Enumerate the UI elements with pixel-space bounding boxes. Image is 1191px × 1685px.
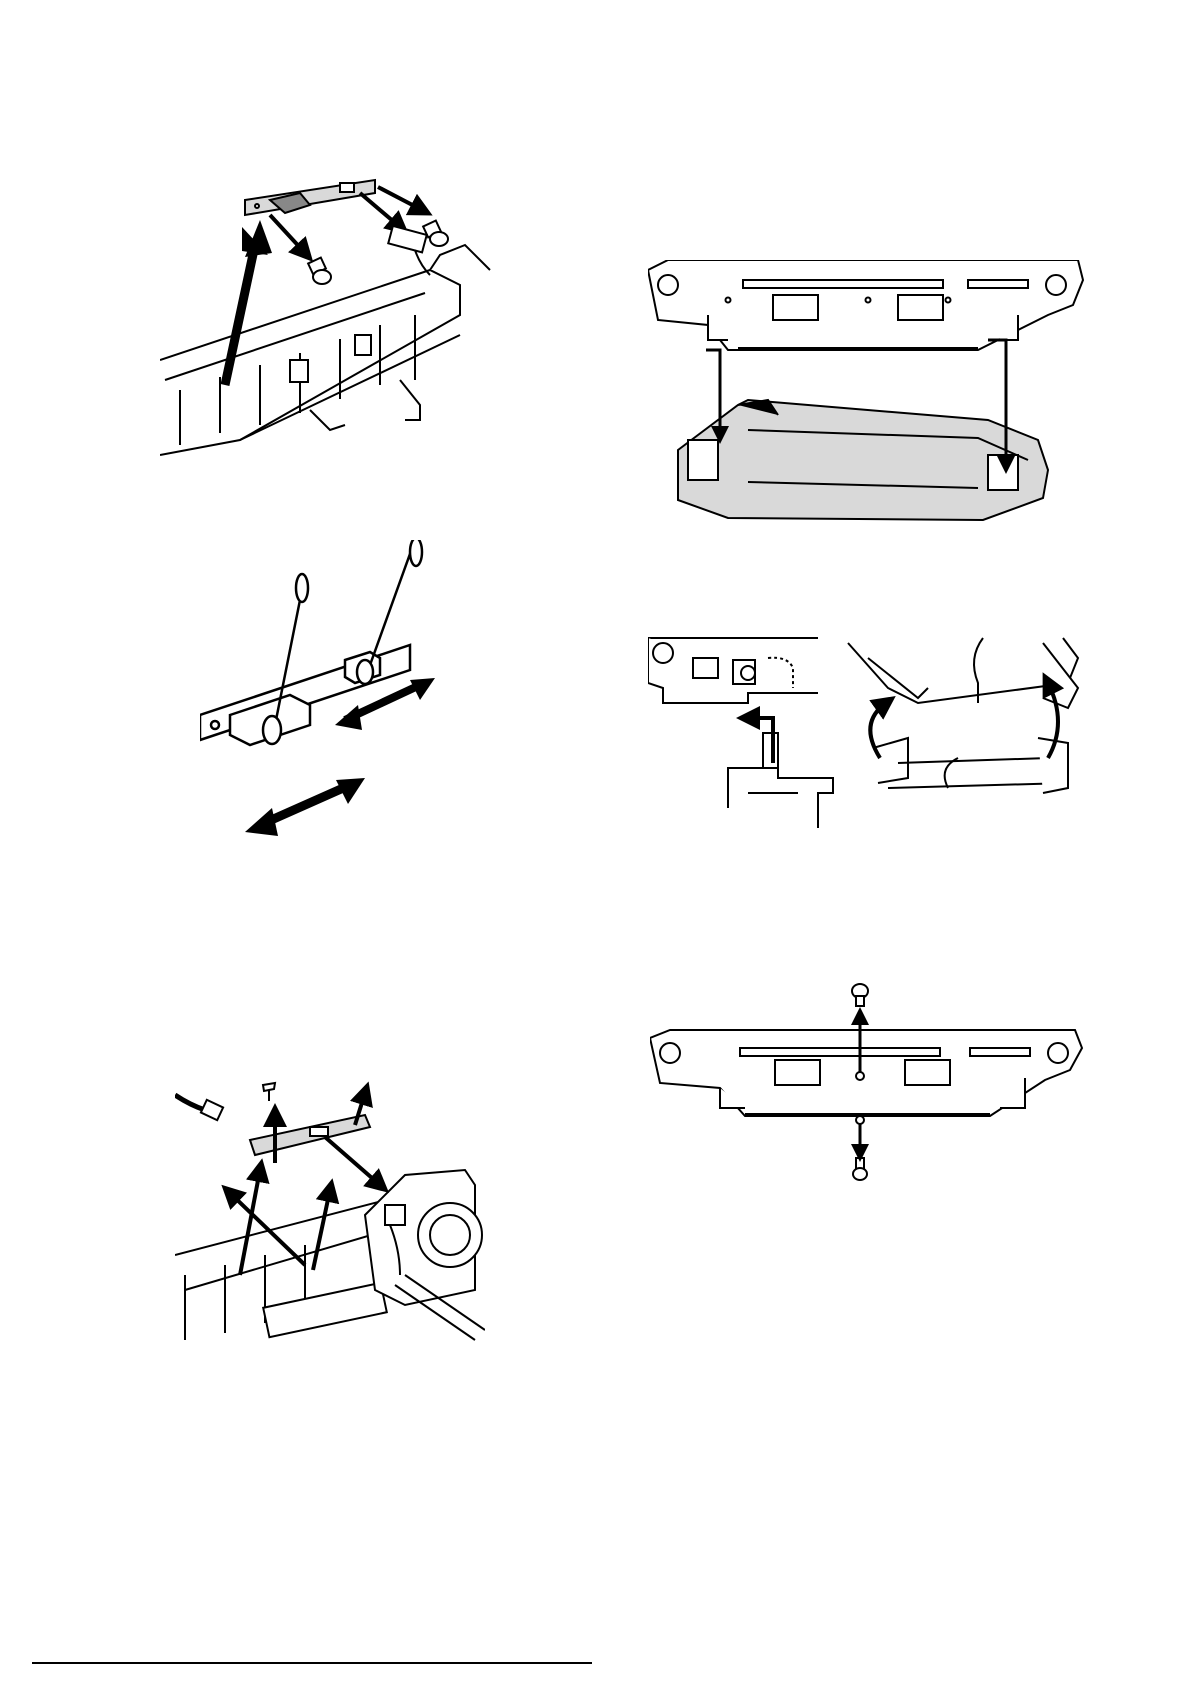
swab-cleaning-diagram xyxy=(200,540,460,840)
pcb-removal-diagram xyxy=(160,175,500,475)
screw-removal-diagram xyxy=(650,978,1085,1188)
board-removal-diagram xyxy=(175,1075,485,1345)
frame-separation-diagram xyxy=(648,260,1088,530)
footer-rule xyxy=(32,1662,592,1664)
latch-release-diagram xyxy=(648,628,1093,828)
